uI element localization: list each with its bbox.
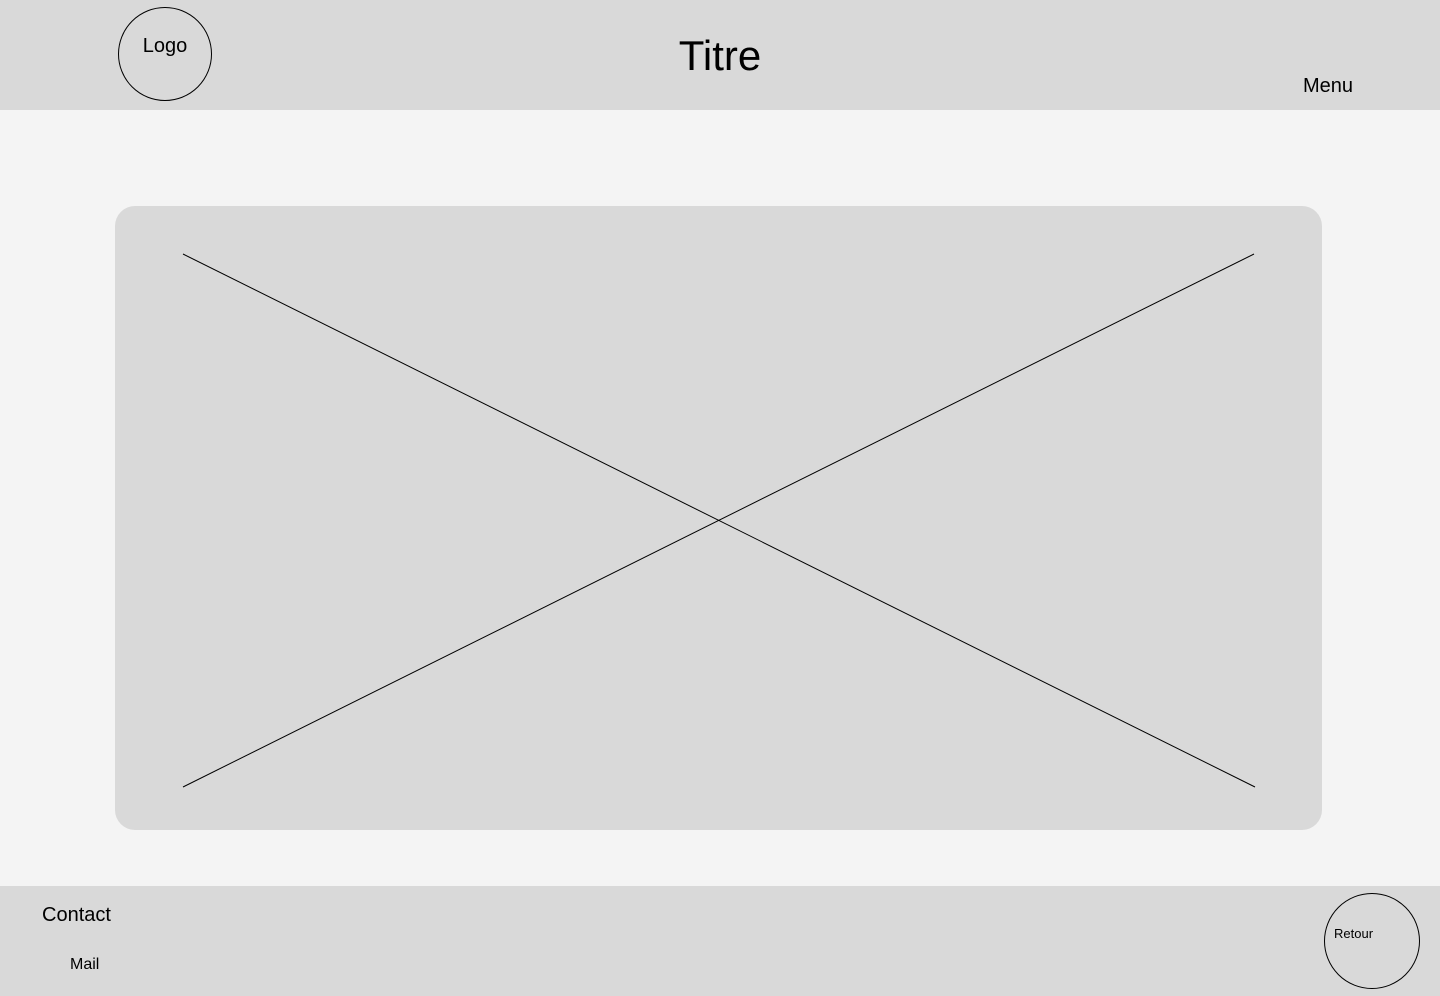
contact-heading: Contact [42,904,111,926]
image-placeholder-cross-icon [182,253,1256,788]
header: Logo Titre Menu [0,0,1440,110]
logo[interactable]: Logo [118,7,212,101]
page-title: Titre [678,32,762,79]
footer: Contact Mail Retour [0,886,1440,996]
retour-button[interactable]: Retour [1324,893,1420,989]
retour-label: Retour [1334,926,1374,941]
menu-button[interactable]: Menu [1302,75,1354,97]
mail-link[interactable]: Mail [70,956,100,973]
image-placeholder [115,206,1322,830]
logo-label: Logo [142,35,188,57]
